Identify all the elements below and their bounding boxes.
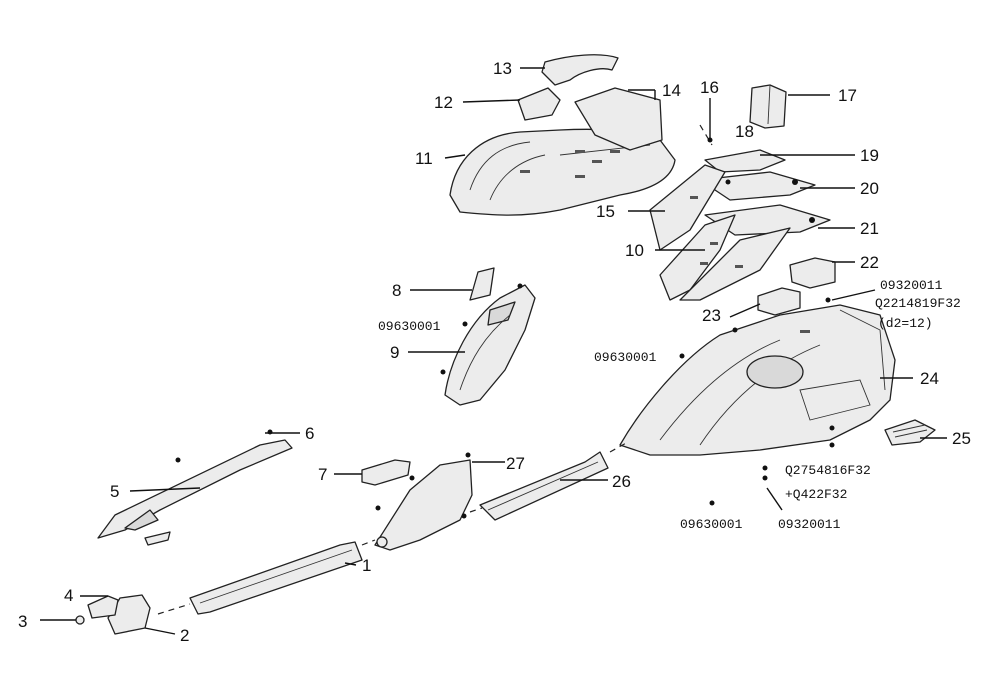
callout-24: 24 [920,369,939,388]
callout-25: 25 [952,429,971,448]
callout-22: 22 [860,253,879,272]
callout-4: 4 [64,586,73,605]
part-22-area-shape [679,227,791,301]
callout-19: 19 [860,146,879,165]
part-12-shape [517,87,561,121]
part-5-shape [97,439,293,546]
callout-16: 16 [700,78,719,97]
part-1-shape [189,541,363,615]
part-22-shape [789,257,836,289]
code-left-mid: 09630001 [378,319,441,334]
callout-2: 2 [180,626,189,645]
callout-3: 3 [18,612,27,631]
callout-18: 18 [735,122,754,141]
part-14-shape [574,87,663,151]
fastener-dots [175,137,835,519]
callout-27: 27 [506,454,525,473]
code-bottom-center: 09630001 [680,517,743,532]
callout-9: 9 [390,343,399,362]
part-27-shape [374,459,473,551]
part-24-shape [619,304,896,456]
leader-lines [40,67,947,635]
code-top-right-1: 09320011 [880,278,943,293]
part-2-shape [107,594,151,635]
callout-8: 8 [392,281,401,300]
part-25-shape [884,419,936,446]
callout-7: 7 [318,465,327,484]
part-10-shape [659,214,736,301]
part-8-shape [469,267,495,301]
callout-23: 23 [702,306,721,325]
callout-5: 5 [110,482,119,501]
callout-20: 20 [860,179,879,198]
code-bottom-right-3: 09320011 [778,517,841,532]
callout-12: 12 [434,93,453,112]
callout-10: 10 [625,241,644,260]
part-3-shape [75,615,85,625]
part-4-shape [87,595,119,619]
code-bottom-right-1: Q2754816F32 [785,463,871,478]
callout-labels: 1 2 3 4 5 6 7 8 9 10 11 12 13 14 15 16 1… [18,59,971,645]
callout-13: 13 [493,59,512,78]
part-23-shape [757,287,801,316]
callout-1: 1 [362,556,371,575]
code-center: 09630001 [594,350,657,365]
code-top-right-3: (d2=12) [878,316,933,331]
part-7-shape [361,459,411,486]
callout-17: 17 [838,86,857,105]
part-26-shape [479,451,609,521]
code-top-right-2: Q2214819F32 [875,296,961,311]
alignment-lines [157,124,713,615]
code-bottom-right-2: +Q422F32 [785,487,847,502]
part-13-shape [541,54,619,86]
part-15-shape [649,164,726,251]
callout-15: 15 [596,202,615,221]
callout-11: 11 [415,149,433,168]
callout-14: 14 [662,81,681,100]
part-19-20-21-shapes [699,149,831,236]
callout-6: 6 [305,424,314,443]
part-9-shape [444,284,536,406]
callout-21: 21 [860,219,879,238]
part-code-labels: 09320011 Q2214819F32 (d2=12) 09630001 09… [378,278,961,532]
callout-26: 26 [612,472,631,491]
part-17-shape [749,84,787,129]
